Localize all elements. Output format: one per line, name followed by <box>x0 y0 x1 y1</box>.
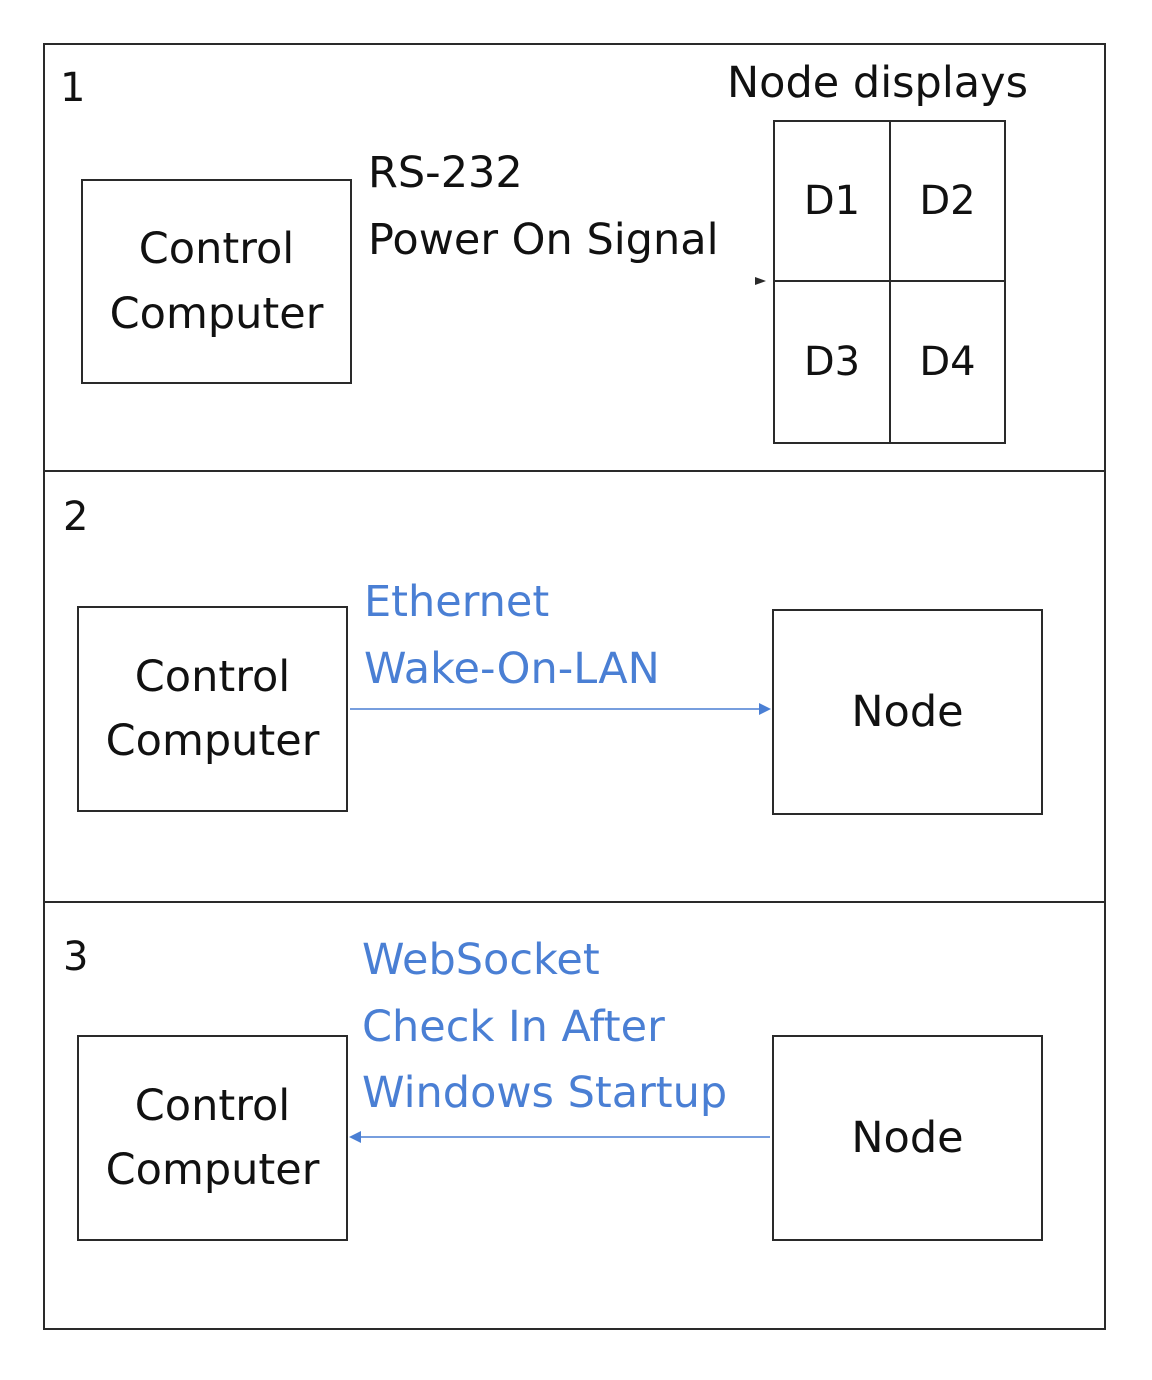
link-label-line: Windows Startup <box>362 1068 728 1119</box>
panel-3-link-label: WebSocket Check In After Windows Startup <box>362 927 727 1127</box>
panel-3-node-box: Node <box>772 1035 1043 1241</box>
control-computer-label: Control Computer <box>109 224 324 339</box>
link-label-line: Wake-On-LAN <box>364 643 660 694</box>
link-label-line: Power On Signal <box>368 214 719 265</box>
link-label-line: WebSocket <box>362 935 600 985</box>
link-label-line: Ethernet <box>364 577 550 627</box>
control-computer-label: Control Computer <box>105 651 320 767</box>
panel-2-number: 2 <box>63 494 89 540</box>
display-d2: D2 <box>889 120 1006 282</box>
control-computer-label: Control Computer <box>105 1080 320 1196</box>
panel-3-control-computer-box: Control Computer <box>77 1035 348 1241</box>
panel-2-control-computer-box: Control Computer <box>77 606 348 812</box>
panel-2-node-box: Node <box>772 609 1043 815</box>
diagram-frame <box>43 43 1106 1330</box>
link-label-line: RS-232 <box>368 148 523 198</box>
panel-3-number: 3 <box>63 934 89 980</box>
panel-1-control-computer-box: Control Computer <box>81 179 352 384</box>
display-d1: D1 <box>773 120 891 282</box>
display-d4: D4 <box>889 280 1006 444</box>
node-label: Node <box>851 686 964 737</box>
panel-1-link-label: RS-232 Power On Signal <box>368 140 719 273</box>
panel-1-number: 1 <box>60 65 86 111</box>
link-label-line: Check In After <box>362 1001 665 1052</box>
panel-2-link-label: Ethernet Wake-On-LAN <box>364 569 660 702</box>
panel-divider <box>43 470 1106 472</box>
panel-divider <box>43 901 1106 903</box>
display-d3: D3 <box>773 280 891 444</box>
node-displays-title: Node displays <box>727 58 1028 108</box>
node-label: Node <box>851 1112 964 1163</box>
